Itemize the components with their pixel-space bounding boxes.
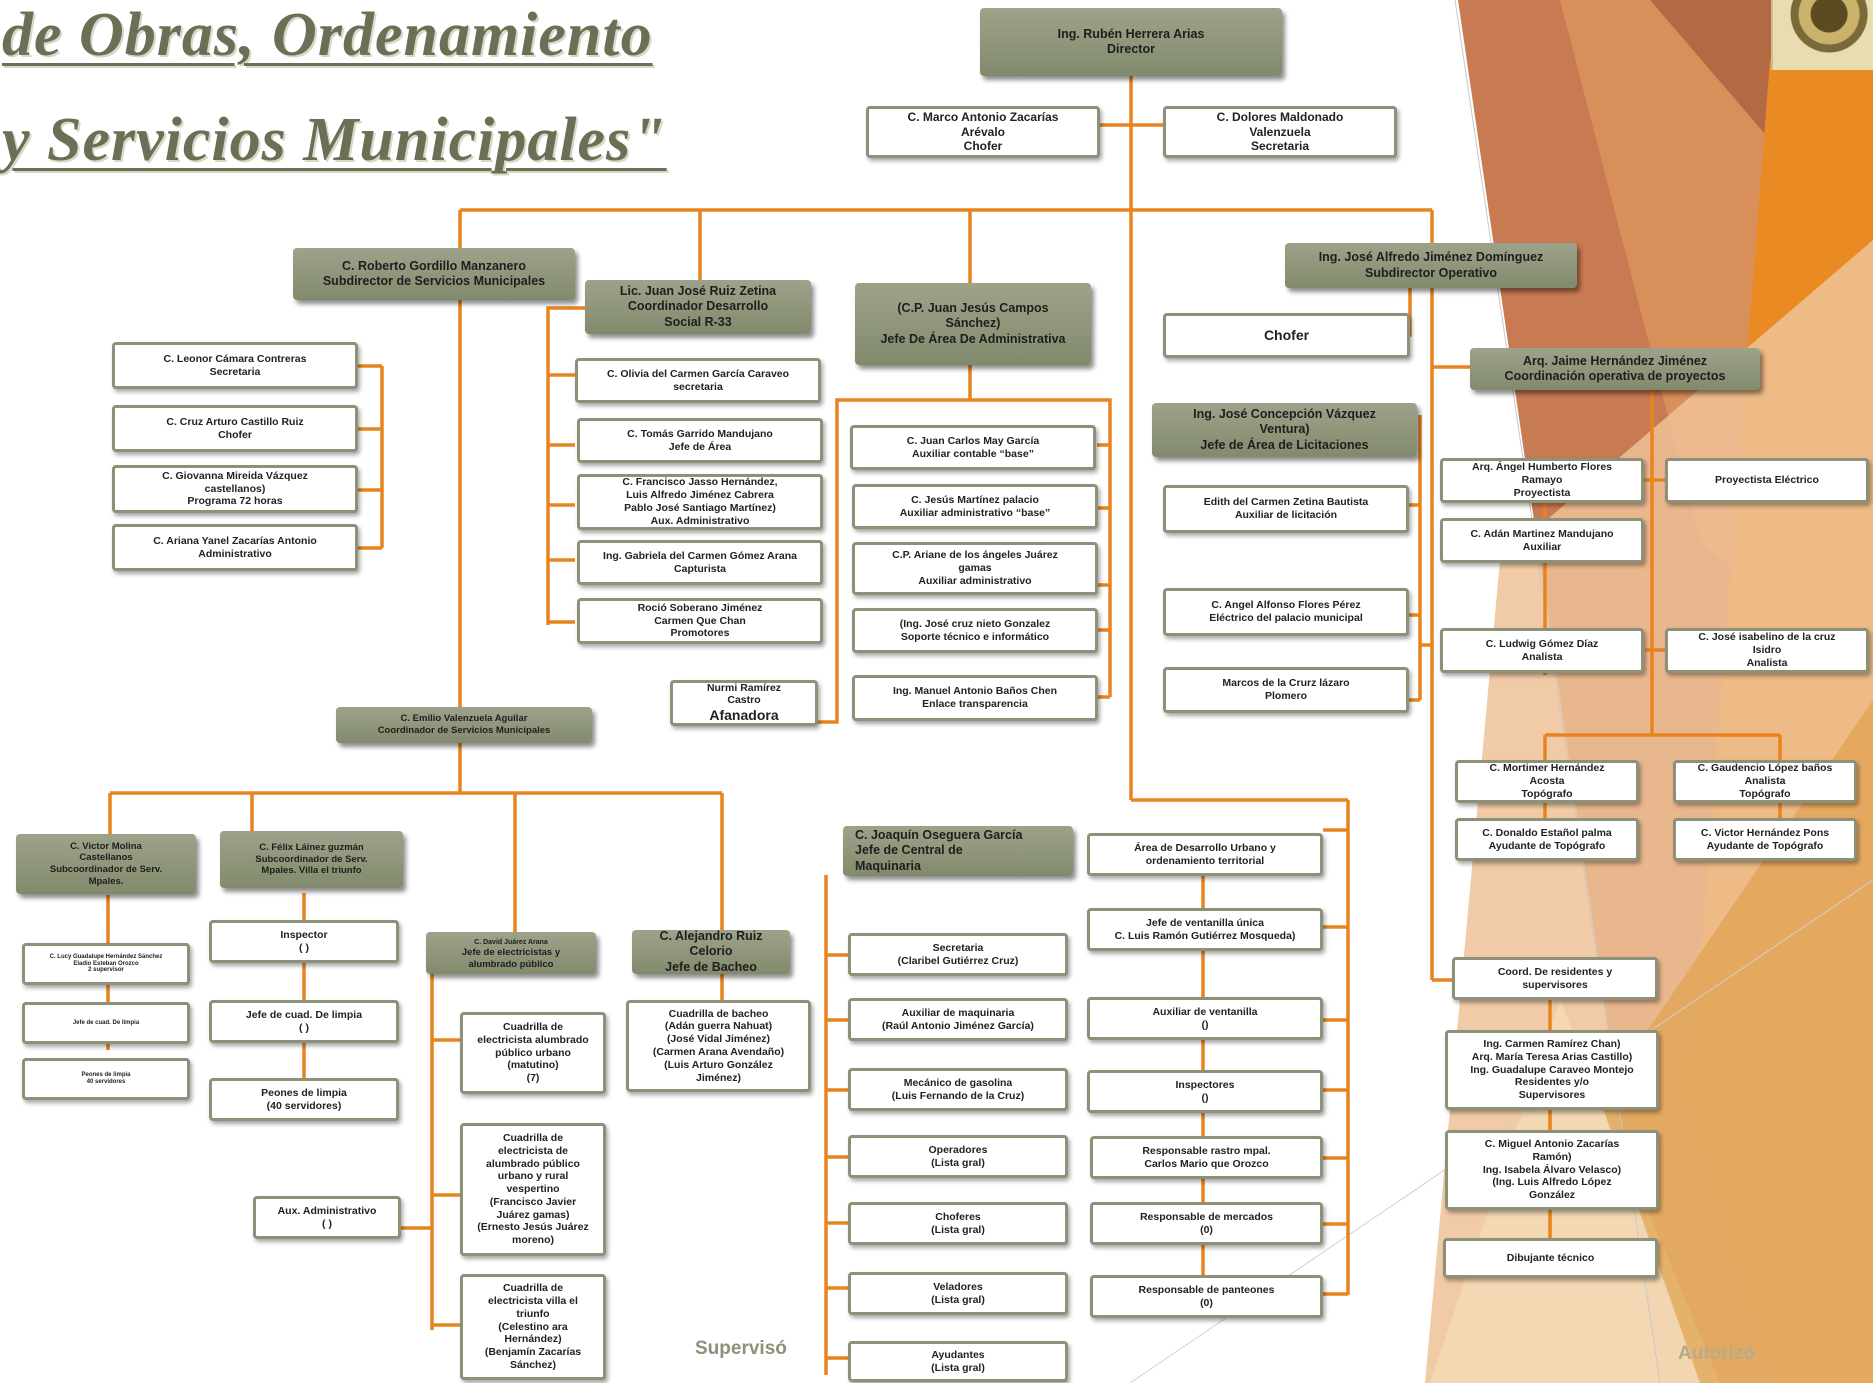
ventanilla-unica-box: Jefe de ventanilla única C. Luis Ramón G… [1087, 908, 1323, 951]
proyectista-electrico-box: Proyectista Eléctrico [1665, 458, 1869, 503]
licitaciones-staff-1: Edith del Carmen Zetina Bautista Auxilia… [1163, 485, 1409, 533]
chofer-operativo-box: Chofer [1163, 313, 1410, 358]
aux-administrativo-box: Aux. Administrativo ( ) [253, 1196, 401, 1239]
desarrollo-urbano-box: Área de Desarrollo Urbano y ordenamiento… [1087, 833, 1323, 876]
molina-staff-1: C. Lucy Guadalupe Hernández Sánchez Elad… [22, 943, 190, 985]
municipal-seal-icon [1771, 0, 1873, 70]
jefe-bacheo-box: C. Alejandro Ruiz Celorio Jefe de Bacheo [632, 930, 790, 974]
admin-staff-5: Ing. Manuel Antonio Baños Chen Enlace tr… [852, 675, 1098, 721]
page-title-line2: y Servicios Municipales" [2, 106, 667, 174]
subdirector-operativo-box: Ing. José Alfredo Jiménez Domínguez Subd… [1285, 243, 1577, 288]
proyectos-staff-2: C. Adán Martinez Mandujano Auxiliar [1440, 518, 1644, 563]
desarrollo-staff-2: C. Tomás Garrido Mandujano Jefe de Área [577, 418, 823, 463]
jefe-administrativa-box: (C.P. Juan Jesús Campos Sánchez) Jefe De… [855, 283, 1091, 365]
desarrollo-staff-1: C. Olivia del Carmen García Caraveo secr… [575, 358, 821, 403]
admin-staff-2: C. Jesús Martínez palacio Auxiliar admin… [852, 484, 1098, 529]
auxiliar-ventanilla-box: Auxiliar de ventanilla () [1087, 997, 1323, 1040]
desarrollo-staff-5: Roció Soberano Jiménez Carmen Que Chan P… [577, 598, 823, 644]
licitaciones-staff-2: C. Angel Alfonso Flores Pérez Eléctrico … [1163, 588, 1409, 636]
maquinaria-staff-7: Ayudantes (Lista gral) [848, 1341, 1068, 1382]
licitaciones-staff-3: Marcos de la Crurz lázaro Plomero [1163, 667, 1409, 713]
residentes-box-2: C. Miguel Antonio Zacarías Ramón) Ing. I… [1445, 1130, 1659, 1210]
maquinaria-staff-5: Choferes (Lista gral) [848, 1202, 1068, 1245]
molina-staff-3: Peones de limpia 40 servidores [22, 1058, 190, 1100]
topografo-1: C. Mortimer Hernández Acosta Topógrafo [1455, 760, 1639, 803]
molina-staff-2: Jefe de cuad. De limpia [22, 1002, 190, 1044]
subcoordinador-molina-box: C. Victor Molina Castellanos Subcoordina… [16, 834, 196, 894]
authorized-label: Autorizó [1678, 1343, 1756, 1364]
maquinaria-staff-4: Operadores (Lista gral) [848, 1135, 1068, 1178]
coordinador-servicios-box: C. Emilio Valenzuela Aguilar Coordinador… [336, 707, 592, 743]
maquinaria-staff-3: Mecánico de gasolina (Luis Fernando de l… [848, 1068, 1068, 1111]
maquinaria-staff-6: Veladores (Lista gral) [848, 1272, 1068, 1315]
electricistas-staff-3: Cuadrilla de electricista villa el triun… [460, 1274, 606, 1380]
proyectos-staff-1: Arq. Ángel Humberto Flores Ramayo Proyec… [1440, 458, 1644, 503]
lainez-staff-2: Jefe de cuad. De limpia ( ) [209, 1000, 399, 1043]
topografo-4: C. Victor Hernández Pons Ayudante de Top… [1673, 818, 1857, 861]
panteones-box: Responsable de panteones (0) [1090, 1275, 1323, 1318]
jefe-maquinaria-box: C. Joaquín Oseguera García Jefe de Centr… [843, 826, 1073, 876]
servicios-staff-4: C. Ariana Yanel Zacarías Antonio Adminis… [112, 524, 358, 571]
admin-staff-3: C.P. Ariane de los ángeles Juárez gamas … [852, 542, 1098, 595]
subdirector-servicios-box: C. Roberto Gordillo Manzanero Subdirecto… [293, 248, 575, 300]
lainez-staff-1: Inspector ( ) [209, 920, 399, 963]
residentes-box-1: Ing. Carmen Ramírez Chan) Arq. María Ter… [1445, 1030, 1659, 1110]
coordinacion-proyectos-box: Arq. Jaime Hernández Jiménez Coordinació… [1470, 348, 1760, 390]
admin-staff-1: C. Juan Carlos May García Auxiliar conta… [850, 425, 1096, 470]
subcoordinador-lainez-box: C. Félix Láinez guzmán Subcoordinador de… [220, 831, 403, 888]
dibujante-tecnico-box: Dibujante técnico [1443, 1238, 1658, 1278]
inspectores-box: Inspectores () [1087, 1070, 1323, 1113]
jefe-licitaciones-box: Ing. José Concepción Vázquez Ventura) Je… [1152, 403, 1417, 457]
mercados-box: Responsable de mercados (0) [1090, 1202, 1323, 1245]
servicios-staff-1: C. Leonor Cámara Contreras Secretaria [112, 342, 358, 389]
supervised-label: Supervisó [695, 1338, 787, 1359]
desarrollo-staff-4: Ing. Gabriela del Carmen Gómez Arana Cap… [577, 540, 823, 585]
topografo-3: C. Gaudencio López baños Analista Topógr… [1673, 760, 1857, 803]
rastro-box: Responsable rastro mpal. Carlos Mario qu… [1090, 1136, 1323, 1179]
coord-residentes-box: Coord. De residentes y supervisores [1452, 957, 1658, 1000]
secretaria-director-box: C. Dolores Maldonado Valenzuela Secretar… [1163, 106, 1397, 158]
chofer-director-box: C. Marco Antonio Zacarías Arévalo Chofer [866, 106, 1100, 158]
admin-staff-4: (Ing. José cruz nieto Gonzalez Soporte t… [852, 608, 1098, 653]
desarrollo-staff-3: C. Francisco Jasso Hernández, Luis Alfre… [577, 474, 823, 530]
coordinador-desarrollo-box: Lic. Juan José Ruiz Zetina Coordinador D… [585, 280, 811, 334]
electricistas-staff-2: Cuadrilla de electricista de alumbrado p… [460, 1123, 606, 1256]
proyectos-staff-3: C. Ludwig Gómez Díaz Analista [1440, 628, 1644, 673]
electricistas-staff-1: Cuadrilla de electricista alumbrado públ… [460, 1012, 606, 1094]
servicios-staff-2: C. Cruz Arturo Castillo Ruiz Chofer [112, 405, 358, 452]
lainez-staff-3: Peones de limpia (40 servidores) [209, 1078, 399, 1121]
page-title-line1: de Obras, Ordenamiento [2, 1, 653, 69]
topografo-2: C. Donaldo Estañol palma Ayudante de Top… [1455, 818, 1639, 861]
servicios-staff-3: C. Giovanna Mireida Vázquez castellanos)… [112, 465, 358, 513]
analista-isidro-box: C. José isabelino de la cruz Isidro Anal… [1665, 628, 1869, 673]
bacheo-staff-box: Cuadrilla de bacheo (Adán guerra Nahuat)… [626, 1000, 811, 1092]
maquinaria-staff-1: Secretaria (Claribel Gutiérrez Cruz) [848, 933, 1068, 976]
maquinaria-staff-2: Auxiliar de maquinaria (Raúl Antonio Jim… [848, 998, 1068, 1041]
